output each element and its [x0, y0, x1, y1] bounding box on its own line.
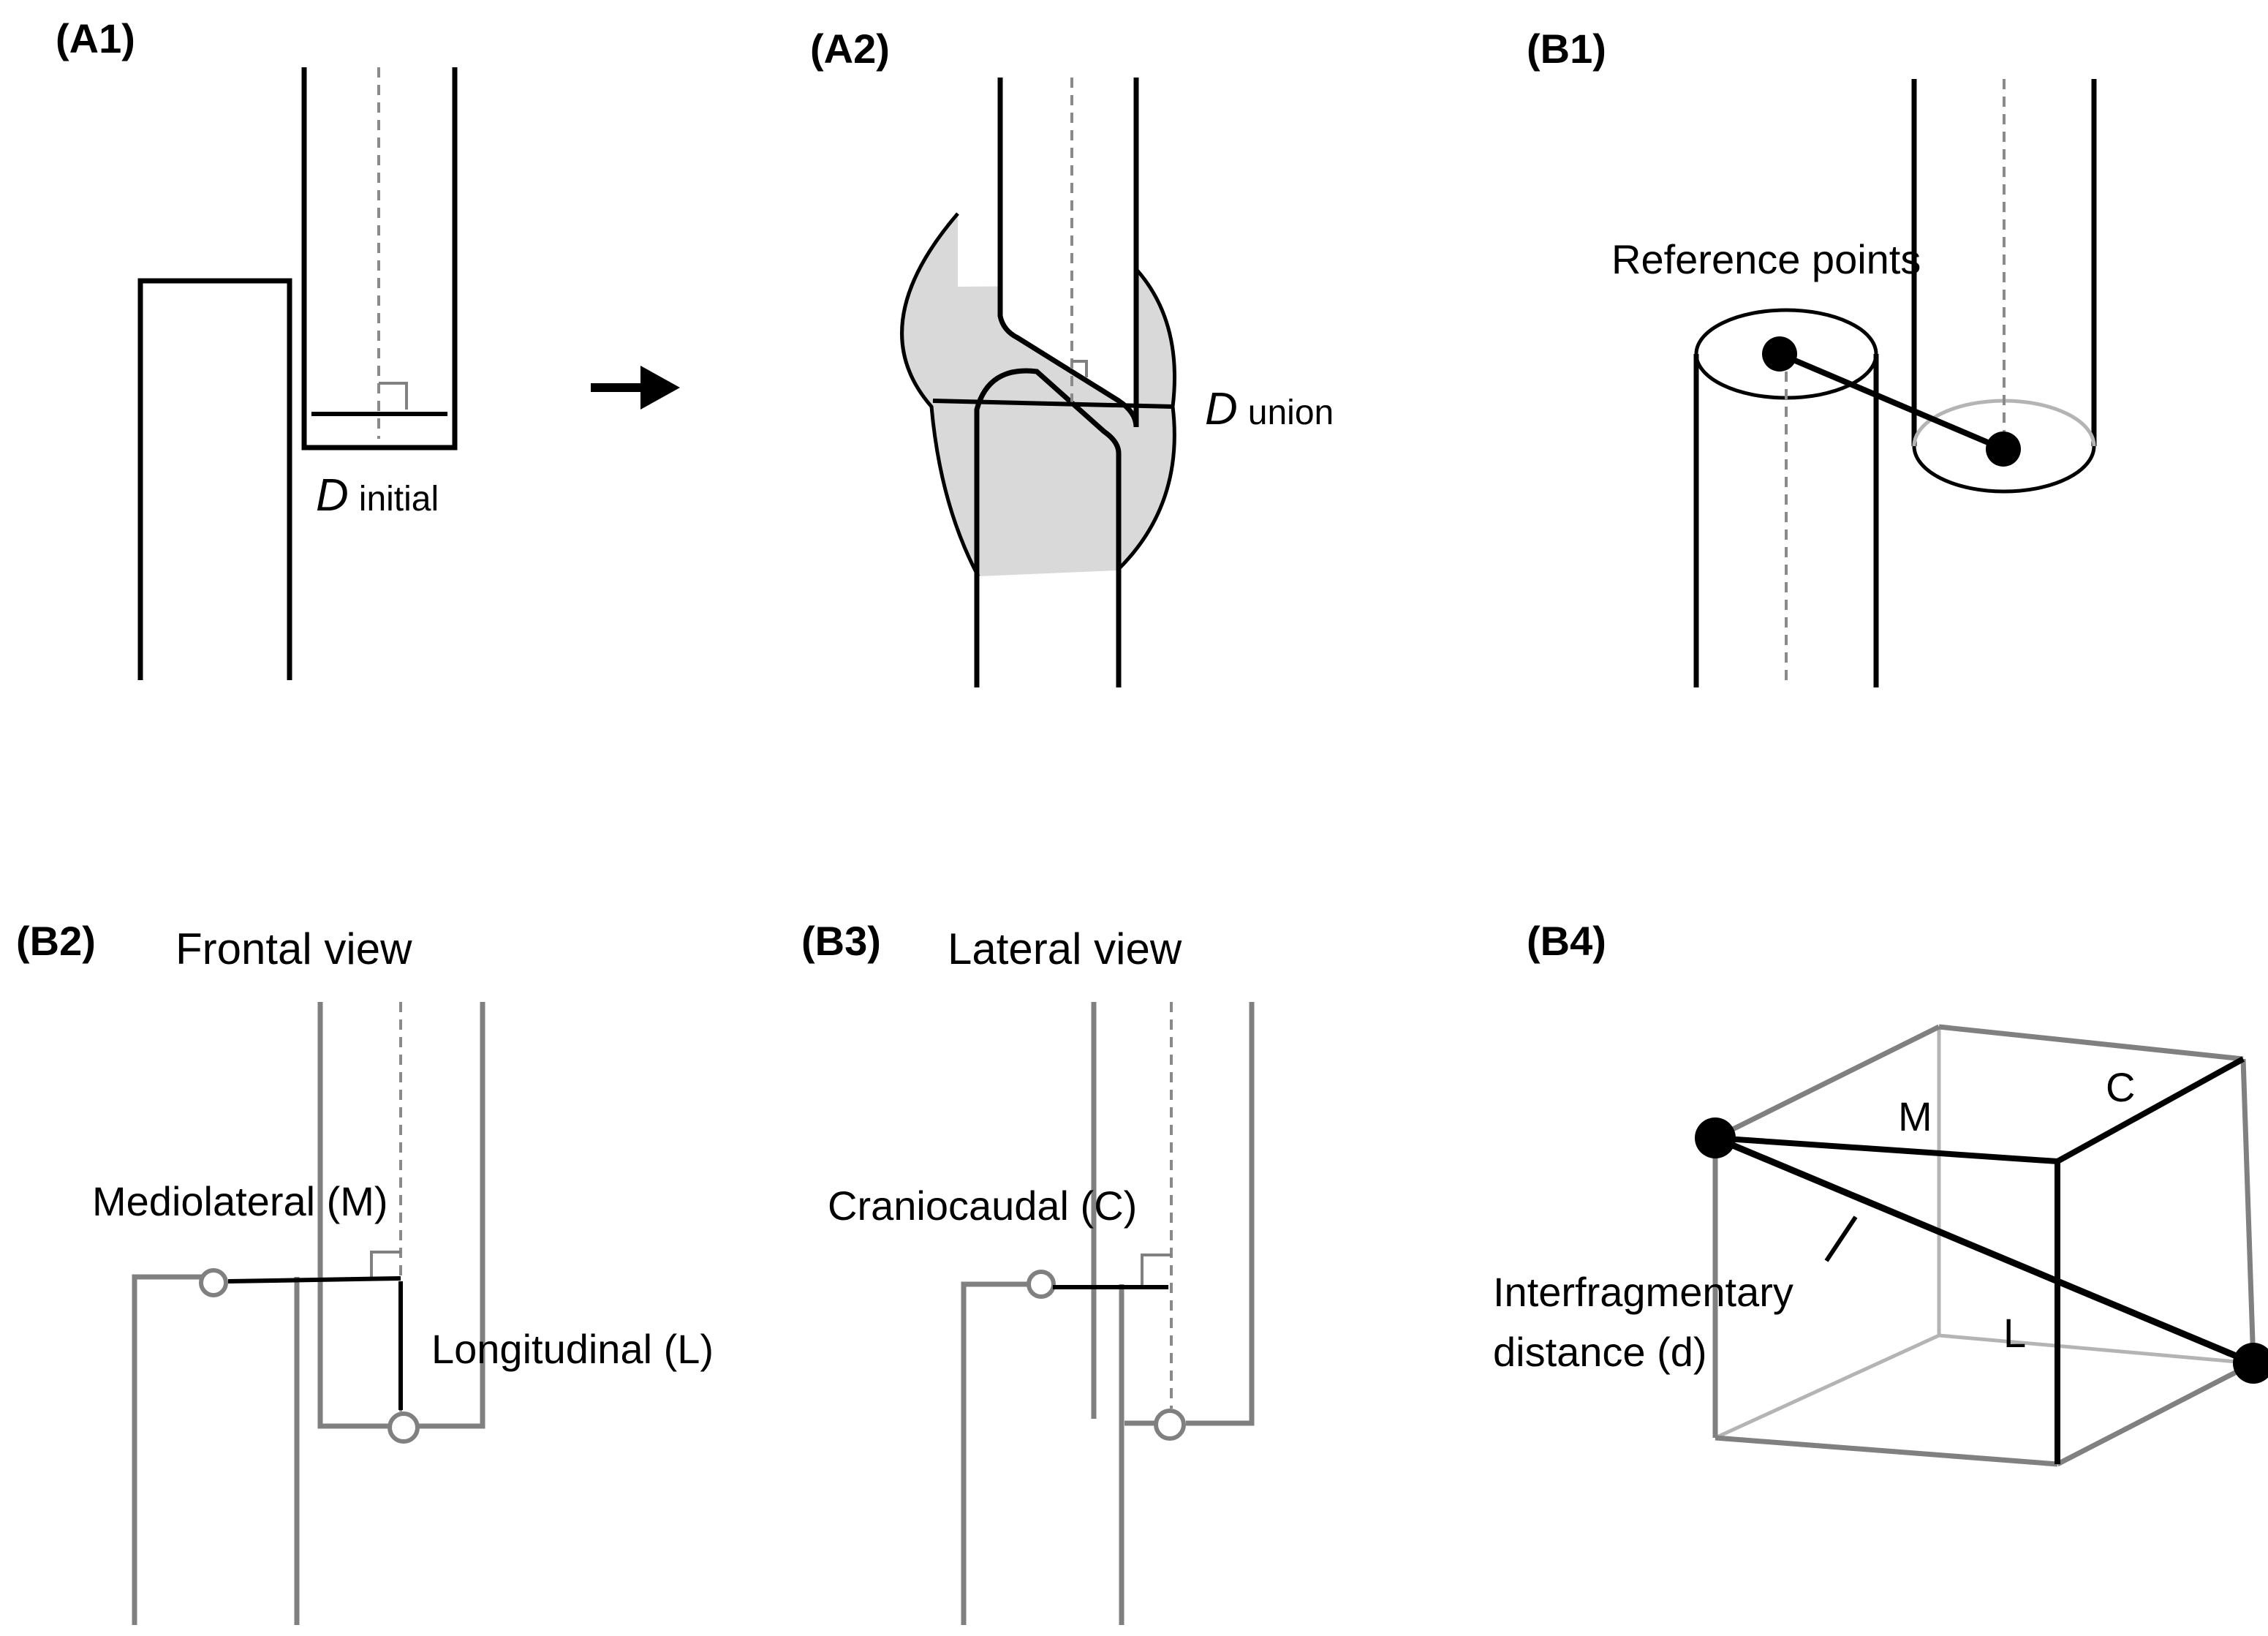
right-angle-marker: [370, 1251, 401, 1278]
longitudinal-label: Longitudinal (L): [431, 1326, 714, 1372]
panel-b2-label: (B2): [16, 918, 96, 964]
distance-pointer-arrow: [1824, 1215, 1858, 1262]
frontal-view-title: Frontal view: [175, 924, 412, 973]
d-union-subscript: union: [1248, 393, 1334, 432]
upper-fragment-left: [317, 1002, 390, 1429]
craniocaudal-label: Craniocaudal (C): [828, 1183, 1137, 1229]
reference-point-lower: [1762, 336, 1797, 372]
reference-point-lower: [199, 1268, 228, 1297]
panel-b3-label: (B3): [801, 918, 881, 964]
panel-b2: (B2) Frontal view Mediolateral (M) Longi…: [16, 918, 714, 1625]
lower-fragment: [974, 368, 1122, 687]
lateral-view-title: Lateral view: [948, 924, 1182, 973]
lower-fragment-left: [132, 1274, 212, 1625]
lower-fragment: [137, 278, 292, 680]
upper-fragment-fill: [1000, 78, 1136, 410]
panel-b4: (B4) M C L Interfragmentary distance (d): [1493, 918, 2268, 1467]
panel-b4-label: (B4): [1527, 918, 1606, 964]
reference-point-upper: [1154, 1409, 1186, 1441]
upper-fragment-right: [1186, 1002, 1255, 1426]
cube-edge-c: [2056, 1056, 2245, 1164]
reference-point-1: [1695, 1117, 1736, 1158]
upper-fragment: [301, 67, 458, 451]
panel-a2-label: (A2): [810, 26, 890, 72]
cube-edge-top-back: [1938, 1024, 2244, 1062]
reference-point-upper: [388, 1411, 420, 1444]
reference-point-lower: [1027, 1270, 1056, 1299]
distance-label-line1: Interfragmentary: [1493, 1269, 1793, 1315]
edge-l-label: L: [2003, 1310, 2026, 1356]
panel-a1-label: (A1): [56, 15, 135, 61]
edge-m-label: M: [1898, 1093, 1932, 1139]
panel-b1-label: (B1): [1527, 26, 1606, 72]
d-symbol: D: [1205, 384, 1238, 434]
cube-hidden-edge-left: [1714, 1333, 1940, 1440]
cube-edge-m: [1715, 1135, 2058, 1164]
upper-fragment: [997, 78, 1139, 428]
reference-points-label: Reference points: [1611, 236, 1921, 282]
cube-edge-right-vertical: [2240, 1058, 2256, 1364]
callus-left-outline: [900, 212, 980, 578]
right-angle-marker: [1141, 1254, 1171, 1286]
d-union-arrow: [932, 399, 1173, 409]
mediolateral-label: Mediolateral (M): [92, 1178, 388, 1224]
cube-edge-bottom-right: [2056, 1360, 2255, 1467]
right-angle-marker: [1072, 360, 1088, 377]
d-initial-subscript: initial: [359, 480, 439, 519]
interfragmentary-distance-line: [1714, 1134, 2255, 1367]
mediolateral-arrow: [227, 1276, 401, 1283]
cube-edge-top-left: [1714, 1024, 1940, 1141]
reference-point-2: [2233, 1343, 2268, 1384]
reference-point-upper: [1986, 431, 2021, 467]
reference-line: [1778, 351, 2005, 452]
edge-c-label: C: [2106, 1064, 2135, 1110]
cube-edge-bottom-front: [1715, 1435, 2058, 1467]
lower-fragment-left: [961, 1281, 1029, 1625]
d-symbol: D: [316, 470, 349, 521]
panel-b3: (B3) Lateral view Craniocaudal (C): [801, 918, 1255, 1625]
distance-label-line2: distance (d): [1493, 1329, 1707, 1375]
right-arrow-icon: [591, 366, 680, 410]
right-angle-marker: [379, 382, 408, 410]
upper-cylinder-bottom-front: [1912, 445, 2096, 494]
panel-b1: (B1) Reference points: [1527, 26, 2097, 687]
cube-hidden-edge-right: [1938, 1333, 2254, 1365]
upper-fragment-right: [418, 1002, 485, 1429]
